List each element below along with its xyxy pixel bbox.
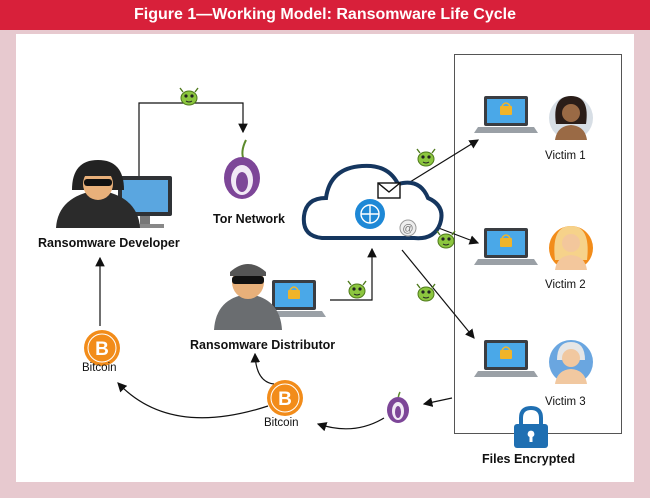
bitcoin-bottom-label: Bitcoin — [264, 417, 299, 429]
ransomware-distributor-label: Ransomware Distributor — [190, 338, 336, 352]
ransomware-distributor-icon — [214, 264, 327, 330]
arrow-tor-to-bitcoin — [316, 417, 385, 432]
arrow-bitcoin-to-bitcoin — [117, 382, 269, 419]
victim-3-label: Victim 3 — [545, 396, 586, 408]
malware-bug-icon — [416, 148, 436, 167]
arrow-distributor-to-cloud — [330, 247, 377, 301]
bitcoin-left-label: Bitcoin — [82, 362, 117, 374]
victim-2-avatar — [549, 226, 593, 270]
victim-3-avatar — [549, 340, 593, 384]
malware-bug-icon — [347, 280, 367, 299]
victim-1-laptop-icon — [473, 95, 539, 134]
victim-1-avatar — [549, 96, 593, 140]
bitcoin-icon: B — [267, 380, 303, 416]
bitcoin-icon: B — [84, 330, 120, 366]
malware-bug-icon — [436, 230, 456, 249]
victim-2-label: Victim 2 — [545, 279, 586, 291]
tor-network-label: Tor Network — [213, 212, 285, 226]
ransomware-developer-label: Ransomware Developer — [38, 236, 180, 250]
malware-bug-icon — [179, 87, 199, 106]
arrow-cloud-to-victim-1 — [409, 139, 480, 183]
ransomware-developer-icon — [56, 160, 172, 228]
internet-cloud-icon: @ — [301, 163, 444, 241]
malware-bug-icon — [416, 283, 436, 302]
files-encrypted-label: Files Encrypted — [482, 452, 576, 466]
arrow-cloud-to-victim-3 — [401, 249, 475, 339]
victims-box — [454, 54, 622, 434]
figure-title: Figure 1—Working Model: Ransomware Life … — [0, 0, 650, 30]
svg-text:B: B — [95, 339, 109, 360]
tor-onion-icon — [224, 139, 260, 199]
svg-text:B: B — [278, 389, 292, 410]
victim-3-laptop-icon — [473, 339, 539, 378]
arrow-victims-to-tor — [422, 397, 453, 407]
lock-icon — [514, 405, 548, 448]
victim-2-laptop-icon — [473, 227, 539, 266]
victim-1-label: Victim 1 — [545, 150, 586, 162]
svg-text:@: @ — [402, 223, 413, 235]
arrow-bitcoin-to-distributor — [250, 352, 275, 385]
tor-onion-small-icon — [387, 391, 409, 423]
